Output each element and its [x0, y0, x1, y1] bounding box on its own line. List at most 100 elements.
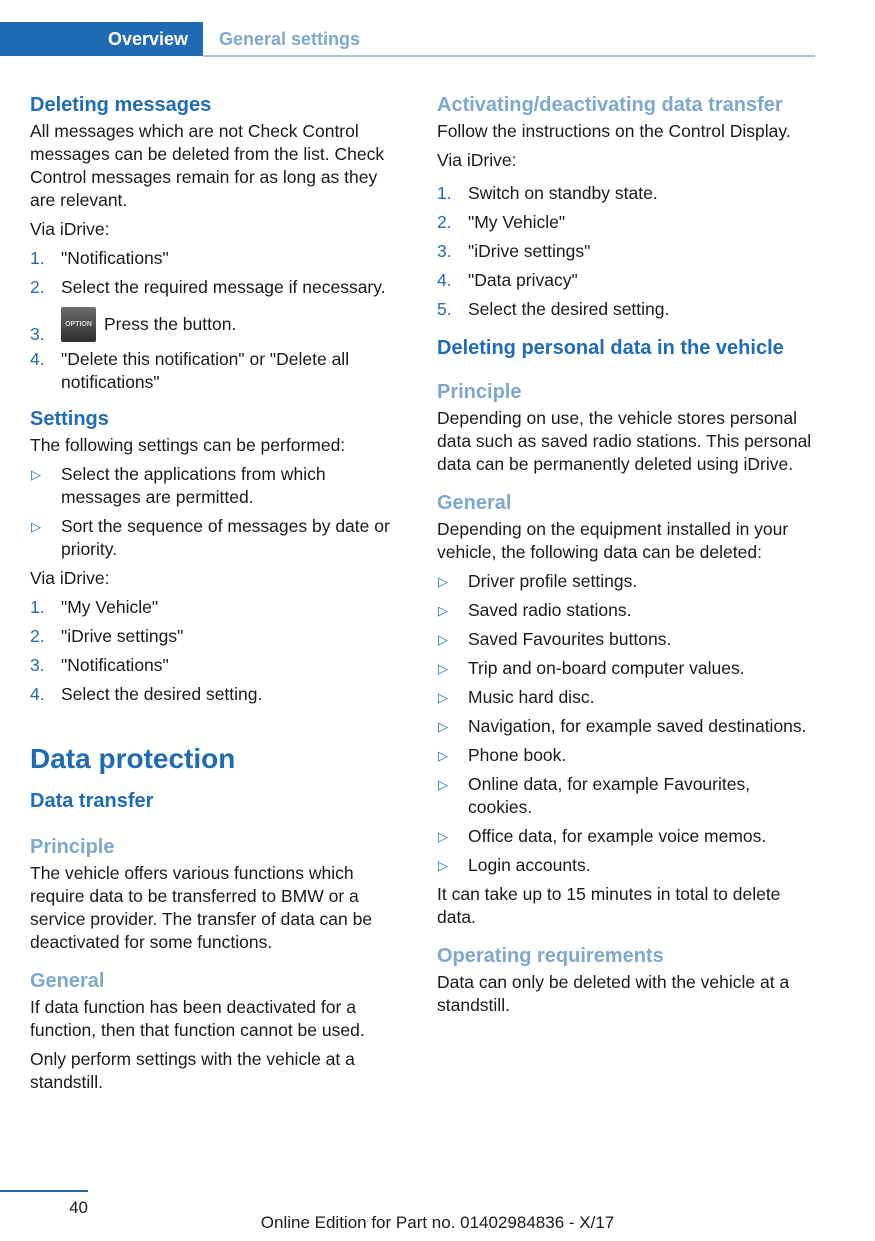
bullet-text: Saved radio stations. — [468, 600, 632, 620]
triangle-bullet-icon: ▷ — [438, 603, 448, 618]
step-number: 1. — [437, 183, 452, 203]
step-number: 1. — [30, 248, 45, 268]
step-number: 4. — [30, 684, 45, 704]
principle-heading: Principle — [437, 381, 522, 403]
bullet-text: Music hard disc. — [468, 687, 595, 707]
step-number: 2. — [30, 626, 45, 646]
page-number: 40 — [69, 1198, 88, 1217]
step-text: "iDrive settings" — [468, 241, 591, 261]
step-number: 3. — [30, 324, 45, 344]
bullet-text: Navigation, for example saved destinatio… — [468, 716, 807, 736]
list-item: 3. "iDrive settings" — [437, 240, 815, 263]
deleting-messages-steps: 1. "Notifications" 2.Select the required … — [30, 247, 402, 394]
list-item: ▷ Login accounts. — [437, 854, 815, 877]
general-text-1: If data function has been deactivated fo… — [30, 997, 365, 1040]
bullet-text: Trip and on-board computer values. — [468, 658, 745, 678]
list-item: 2. "My Vehicle" — [437, 211, 815, 234]
page-header: Overview General settings — [0, 22, 815, 57]
operating-requirements-heading: Operating requirements — [437, 945, 664, 967]
step-text: "iDrive settings" — [61, 626, 184, 646]
data-protection-title: Data protection — [30, 743, 236, 774]
bullet-text: Select the applications from which messa… — [61, 464, 326, 507]
list-item: 1."My Vehicle" — [30, 596, 402, 619]
triangle-bullet-icon: ▷ — [31, 467, 41, 482]
step-text: Select the required message if necessary… — [61, 277, 386, 297]
triangle-bullet-icon: ▷ — [438, 858, 448, 873]
bullet-text: Office data, for example voice memos. — [468, 826, 767, 846]
list-item: 2.Select the required message if necessa… — [30, 276, 402, 299]
bullet-text: Phone book. — [468, 745, 567, 765]
step-text: "Delete this notification" or "Delete al… — [61, 349, 350, 392]
principle-text: The vehicle offers various functions whi… — [30, 863, 373, 952]
list-item: ▷Driver profile settings. — [437, 570, 815, 593]
triangle-bullet-icon: ▷ — [438, 777, 448, 792]
step-text: "My Vehicle" — [468, 212, 566, 232]
via-idrive-label: Via iDrive: — [30, 568, 110, 588]
principle-text: Depending on use, the vehicle stores per… — [437, 408, 812, 474]
tab-general-settings[interactable]: General settings — [219, 29, 361, 49]
list-item: ▷ Online data, for example Favourites, co… — [437, 773, 815, 819]
triangle-bullet-icon: ▷ — [438, 632, 448, 647]
list-item: 3. "Notifications" — [30, 654, 402, 677]
list-item: 3. OPTION Press the button. — [30, 307, 402, 344]
settings-steps: 1."My Vehicle" 2. "iDrive settings" 3. "No… — [30, 596, 402, 706]
deleting-messages-text: All messages which are not Check Control… — [30, 121, 385, 210]
step-text: "Notifications" — [61, 655, 169, 675]
triangle-bullet-icon: ▷ — [438, 661, 448, 676]
step-text: Switch on standby state. — [468, 183, 658, 203]
general-heading: General — [437, 492, 512, 514]
list-item: 1. "Notifications" — [30, 247, 402, 270]
triangle-bullet-icon: ▷ — [438, 748, 448, 763]
right-column: Activating/deactivating data transfer Fo… — [437, 92, 815, 1023]
step-text: Select the desired setting. — [468, 299, 670, 319]
step-text: Press the button. — [104, 314, 237, 334]
footer-divider — [0, 1190, 88, 1192]
deletable-data-bullets: ▷Driver profile settings. ▷ Saved radio s… — [437, 570, 815, 877]
via-idrive-label: Via iDrive: — [437, 150, 517, 170]
step-number: 1. — [30, 597, 45, 617]
list-item: 1. Switch on standby state. — [437, 182, 815, 205]
general-heading: General — [30, 970, 105, 992]
bullet-text: Sort the sequence of messages by date or… — [61, 516, 390, 559]
tab-overview[interactable]: Overview — [0, 22, 203, 56]
list-item: 4. "Data privacy" — [437, 269, 815, 292]
list-item: ▷ Phone book. — [437, 744, 815, 767]
step-number: 4. — [437, 270, 452, 290]
step-text: "Notifications" — [61, 248, 169, 268]
list-item: ▷ Select the applications from which mess… — [30, 463, 402, 509]
list-item: 4. Select the desired setting. — [30, 683, 402, 706]
step-number: 5. — [437, 299, 452, 319]
step-number: 3. — [437, 241, 452, 261]
deletion-time-note: It can take up to 15 minutes in total to… — [437, 884, 781, 927]
activating-heading: Activating/deactivating data transfer — [437, 94, 783, 116]
list-item: 4. "Delete this notification" or "Delete … — [30, 348, 402, 394]
step-text: "Data privacy" — [468, 270, 578, 290]
option-button-icon: OPTION — [61, 307, 96, 342]
list-item: ▷ Saved radio stations. — [437, 599, 815, 622]
step-number: 3. — [30, 655, 45, 675]
via-idrive-label: Via iDrive: — [30, 219, 110, 239]
general-text-2: Only perform settings with the vehicle a… — [30, 1049, 355, 1092]
bullet-text: Login accounts. — [468, 855, 591, 875]
step-number: 4. — [30, 349, 45, 369]
bullet-text: Online data, for example Favourites, coo… — [468, 774, 751, 817]
list-item: 2. "iDrive settings" — [30, 625, 402, 648]
deleting-messages-heading: Deleting messages — [30, 94, 212, 116]
triangle-bullet-icon: ▷ — [31, 519, 41, 534]
activating-text: Follow the instructions on the Control D… — [437, 121, 791, 141]
data-transfer-heading: Data transfer — [30, 790, 154, 812]
list-item: ▷Office data, for example voice memos. — [437, 825, 815, 848]
left-column: Deleting messages All messages which are… — [30, 92, 402, 1100]
list-item: ▷Saved Favourites buttons. — [437, 628, 815, 651]
deleting-personal-data-heading: Deleting personal data in the vehicle — [437, 337, 784, 359]
settings-intro: The following settings can be performed: — [30, 435, 346, 455]
step-text: Select the desired setting. — [61, 684, 263, 704]
step-number: 2. — [437, 212, 452, 232]
activating-steps: 1. Switch on standby state. 2. "My Vehicle… — [437, 182, 815, 321]
general-text: Depending on the equipment installed in … — [437, 519, 789, 562]
edition-note: Online Edition for Part no. 01402984836 … — [260, 1213, 615, 1232]
triangle-bullet-icon: ▷ — [438, 719, 448, 734]
header-divider — [203, 55, 815, 57]
list-item: ▷ Sort the sequence of messages by date o… — [30, 515, 402, 561]
list-item: ▷ Trip and on-board computer values. — [437, 657, 815, 680]
